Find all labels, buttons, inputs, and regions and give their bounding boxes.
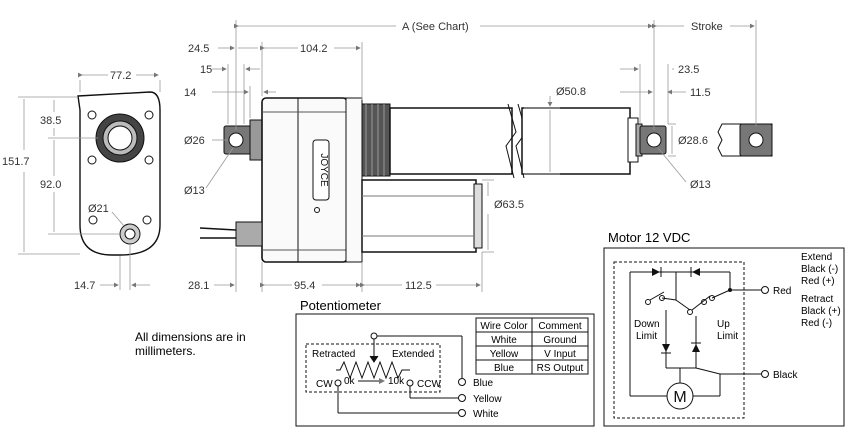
dim-14-7: 14.7 bbox=[74, 280, 95, 292]
wire-white-label: White bbox=[473, 409, 499, 420]
svg-text:JOYCE: JOYCE bbox=[318, 153, 329, 187]
dim-92-0: 92.0 bbox=[40, 179, 61, 191]
retract-red-label: Red (-) bbox=[801, 318, 832, 329]
dim-stroke: Stroke bbox=[691, 21, 723, 33]
end-view bbox=[77, 91, 161, 256]
down-limit-label-2: Limit bbox=[636, 331, 657, 342]
potentiometer-title: Potentiometer bbox=[300, 298, 382, 313]
side-view: JOYCE bbox=[199, 97, 773, 263]
extend-black-label: Black (-) bbox=[801, 264, 838, 275]
extend-red-label: Red (+) bbox=[801, 276, 835, 287]
dim-38-5: 38.5 bbox=[40, 115, 61, 127]
retract-label: Retract bbox=[801, 294, 833, 305]
extend-label: Extend bbox=[801, 252, 832, 263]
table-cell: V Input bbox=[544, 349, 576, 360]
ccw-label: CCW bbox=[417, 379, 441, 390]
down-limit-label-1: Down bbox=[634, 319, 660, 330]
wire-blue-label: Blue bbox=[473, 378, 493, 389]
retract-black-label: Black (+) bbox=[801, 306, 841, 317]
dim-24-5: 24.5 bbox=[188, 43, 209, 55]
table-cell: White bbox=[491, 335, 517, 346]
dim-15: 15 bbox=[200, 64, 212, 76]
dim-77-2: 77.2 bbox=[110, 70, 131, 82]
dim-23-5: 23.5 bbox=[678, 64, 699, 76]
up-limit-label-2: Limit bbox=[717, 331, 738, 342]
dim-104-2: 104.2 bbox=[300, 43, 328, 55]
table-cell: Yellow bbox=[490, 349, 519, 360]
dim-11-5: 11.5 bbox=[690, 87, 711, 99]
dim-a-see-chart: A (See Chart) bbox=[402, 21, 469, 33]
units-note: All dimensions are in millimeters. bbox=[135, 330, 285, 358]
motor-black-label: Black bbox=[773, 370, 798, 381]
dim-d13-left: Ø13 bbox=[184, 185, 205, 197]
dim-d63-5: Ø63.5 bbox=[494, 199, 524, 211]
dim-151-7: 151.7 bbox=[2, 156, 30, 168]
table-cell: Ground bbox=[543, 335, 576, 346]
dim-d26: Ø26 bbox=[184, 135, 205, 147]
dim-28-1: 28.1 bbox=[188, 280, 209, 292]
end-view-dimensions: 77.2 151.7 38.5 92.0 Ø21 14.7 bbox=[2, 70, 161, 292]
wire-yellow-label: Yellow bbox=[473, 394, 502, 405]
potentiometer-schematic: Potentiometer Retracted Extended 0k 10k … bbox=[295, 298, 595, 427]
dim-d21: Ø21 bbox=[88, 203, 109, 215]
pot-0k-label: 0k bbox=[344, 376, 356, 387]
cw-label: CW bbox=[316, 379, 333, 390]
motor-title: Motor 12 VDC bbox=[608, 230, 690, 245]
dim-95-4: 95.4 bbox=[294, 280, 315, 292]
dim-d13-right: Ø13 bbox=[690, 179, 711, 191]
dim-112-5: 112.5 bbox=[405, 280, 432, 292]
units-note-line1: All dimensions are in bbox=[135, 330, 246, 344]
table-header-wire-color: Wire Color bbox=[480, 321, 528, 332]
dim-14: 14 bbox=[184, 87, 196, 99]
wire-color-table: Wire Color Comment White Ground Yellow V… bbox=[475, 317, 589, 375]
units-note-line2: millimeters. bbox=[135, 344, 196, 358]
up-limit-label-1: Up bbox=[717, 319, 730, 330]
motor-red-label: Red bbox=[773, 286, 791, 297]
extended-label: Extended bbox=[392, 349, 434, 360]
joyce-logo: JOYCE bbox=[312, 139, 330, 213]
table-header-comment: Comment bbox=[538, 321, 582, 332]
motor-symbol: M bbox=[673, 389, 686, 406]
table-cell: Blue bbox=[494, 363, 514, 374]
retracted-label: Retracted bbox=[312, 349, 355, 360]
dim-d28-6: Ø28.6 bbox=[678, 135, 708, 147]
pot-10k-label: 10k bbox=[388, 376, 405, 387]
dim-d50-8: Ø50.8 bbox=[556, 86, 586, 98]
motor-schematic: Motor 12 VDC Red Down Limit Up Limit bbox=[603, 230, 845, 427]
table-cell: RS Output bbox=[537, 363, 584, 374]
side-view-dimensions: A (See Chart) Stroke 24.5 104.2 15 14 Ø2… bbox=[184, 20, 757, 292]
